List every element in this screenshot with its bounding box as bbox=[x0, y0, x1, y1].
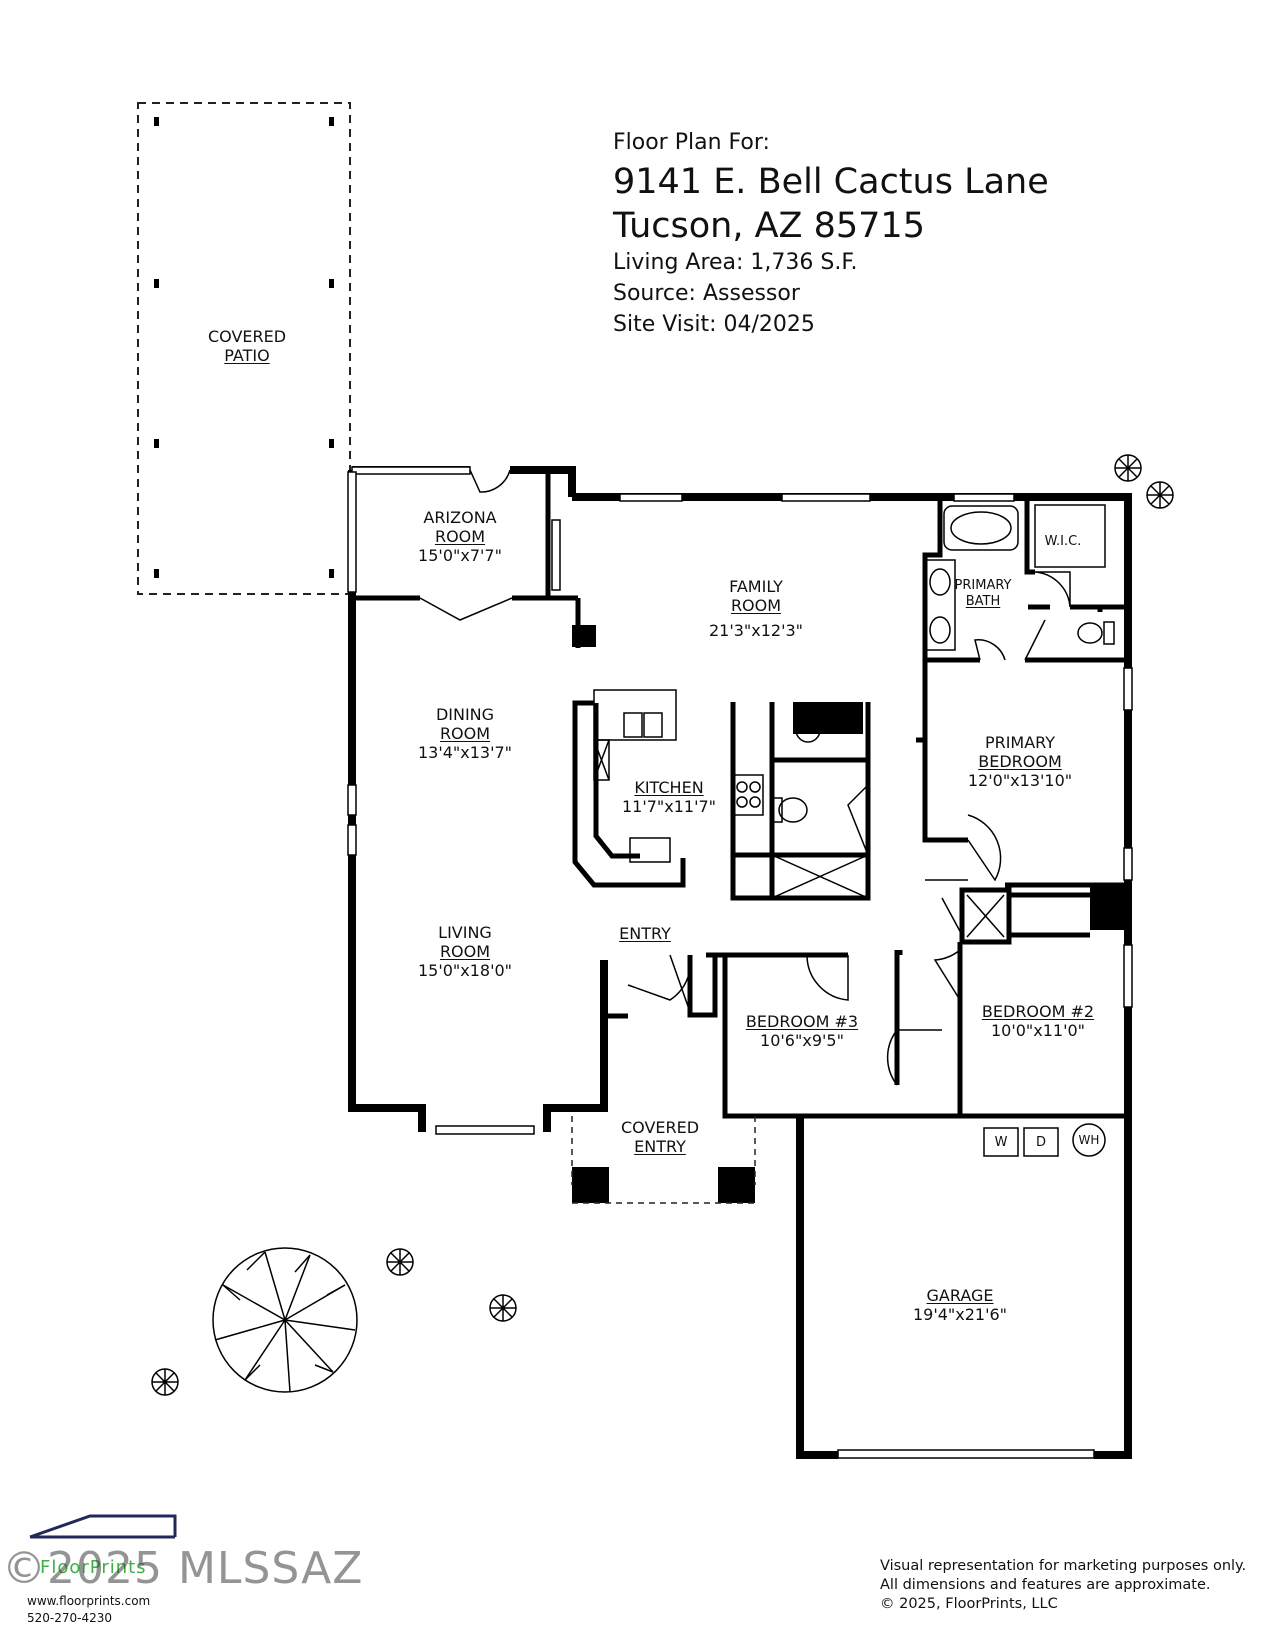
room-covered-entry: COVERED ENTRY bbox=[621, 1118, 699, 1156]
room-label: W.I.C. bbox=[1044, 534, 1082, 549]
patio-posts bbox=[154, 117, 334, 578]
room-label: BEDROOM #3 bbox=[745, 1012, 859, 1031]
address-line2: Tucson, AZ 85715 bbox=[613, 206, 925, 246]
covered-patio-outline bbox=[137, 102, 351, 595]
room-primary-bedroom: PRIMARY BEDROOM 12'0"x13'10" bbox=[968, 733, 1072, 790]
solid-blocks bbox=[572, 625, 1128, 1203]
room-bedroom3: BEDROOM #3 10'6"x9'5" bbox=[746, 1012, 858, 1050]
room-label: COVERED bbox=[207, 327, 287, 346]
room-dimensions: 10'0"x11'0" bbox=[990, 1021, 1086, 1040]
room-label: LIVING bbox=[438, 923, 492, 942]
room-entry: ENTRY bbox=[619, 924, 671, 943]
disclaimer-line: All dimensions and features are approxim… bbox=[880, 1577, 1211, 1593]
landscape-plants bbox=[151, 454, 1174, 1396]
copyright: © 2025, FloorPrints, LLC bbox=[880, 1596, 1058, 1612]
address-line1: 9141 E. Bell Cactus Lane bbox=[613, 162, 1049, 202]
room-kitchen: KITCHEN 11'7"x11'7" bbox=[622, 778, 716, 816]
room-dining: DINING ROOM 13'4"x13'7" bbox=[418, 705, 512, 762]
room-label: BEDROOM bbox=[978, 752, 1062, 771]
brand-logo-icon bbox=[29, 1514, 177, 1539]
water-heater-label: WH bbox=[1078, 1133, 1100, 1147]
watermark: ©2025 MLSSAZ bbox=[2, 1543, 364, 1594]
room-dimensions: 12'0"x13'10" bbox=[967, 771, 1073, 790]
dryer-label: D bbox=[1035, 1135, 1047, 1150]
brand-name: FloorPrints bbox=[40, 1557, 147, 1578]
room-primary-bath: PRIMARY BATH bbox=[955, 578, 1012, 610]
disclaimer-line: Visual representation for marketing purp… bbox=[880, 1558, 1247, 1574]
brand-website: www.floorprints.com bbox=[27, 1594, 151, 1608]
room-label: DINING bbox=[435, 705, 495, 724]
room-label: ROOM bbox=[439, 724, 491, 743]
room-label: ENTRY bbox=[634, 1137, 686, 1156]
room-label: GARAGE bbox=[926, 1286, 994, 1305]
living-area: Living Area: 1,736 S.F. bbox=[613, 250, 858, 275]
room-bedroom2: BEDROOM #2 10'0"x11'0" bbox=[982, 1002, 1094, 1040]
room-label: BEDROOM #2 bbox=[981, 1002, 1095, 1021]
washer-label: W bbox=[994, 1135, 1008, 1150]
windows bbox=[347, 466, 1133, 1135]
room-covered-patio: COVERED PATIO bbox=[208, 327, 286, 365]
room-label: ARIZONA bbox=[423, 508, 497, 527]
header-label: Floor Plan For: bbox=[613, 130, 770, 155]
room-family: FAMILY ROOM 21'3"x12'3" bbox=[709, 577, 803, 640]
room-dimensions: 10'6"x9'5" bbox=[760, 1031, 844, 1050]
room-arizona: ARIZONA ROOM 15'0"x7'7" bbox=[418, 508, 502, 565]
room-label: PRIMARY bbox=[984, 733, 1056, 752]
disclaimer: Visual representation for marketing purp… bbox=[880, 1557, 1246, 1614]
room-dimensions: 19'4"x21'6" bbox=[912, 1305, 1008, 1324]
room-living: LIVING ROOM 15'0"x18'0" bbox=[418, 923, 512, 980]
room-label: ROOM bbox=[439, 942, 491, 961]
source: Source: Assessor bbox=[613, 281, 800, 306]
room-label: KITCHEN bbox=[634, 778, 704, 797]
room-dimensions: 15'0"x18'0" bbox=[417, 961, 513, 980]
room-dimensions: 21'3"x12'3" bbox=[708, 621, 804, 640]
room-garage: GARAGE 19'4"x21'6" bbox=[913, 1286, 1007, 1324]
room-dimensions: 11'7"x11'7" bbox=[621, 797, 717, 816]
room-label: ROOM bbox=[434, 527, 486, 546]
room-dimensions: 15'0"x7'7" bbox=[418, 546, 502, 565]
covered-entry-outline bbox=[571, 1116, 756, 1204]
room-dimensions: 13'4"x13'7" bbox=[417, 743, 513, 762]
doors bbox=[419, 469, 1071, 1086]
room-label: BATH bbox=[965, 594, 1001, 609]
room-label: ROOM bbox=[730, 596, 782, 615]
room-wic: W.I.C. bbox=[1045, 534, 1082, 550]
room-label: PRIMARY bbox=[954, 578, 1012, 593]
room-label: FAMILY bbox=[729, 577, 783, 596]
room-label: COVERED bbox=[620, 1118, 700, 1137]
brand-contact: www.floorprints.com 520-270-4230 bbox=[27, 1593, 150, 1627]
fixtures bbox=[593, 504, 1115, 1459]
room-label: ENTRY bbox=[619, 924, 671, 943]
brand-phone: 520-270-4230 bbox=[27, 1611, 113, 1625]
room-label: PATIO bbox=[224, 346, 270, 365]
site-visit: Site Visit: 04/2025 bbox=[613, 312, 815, 337]
